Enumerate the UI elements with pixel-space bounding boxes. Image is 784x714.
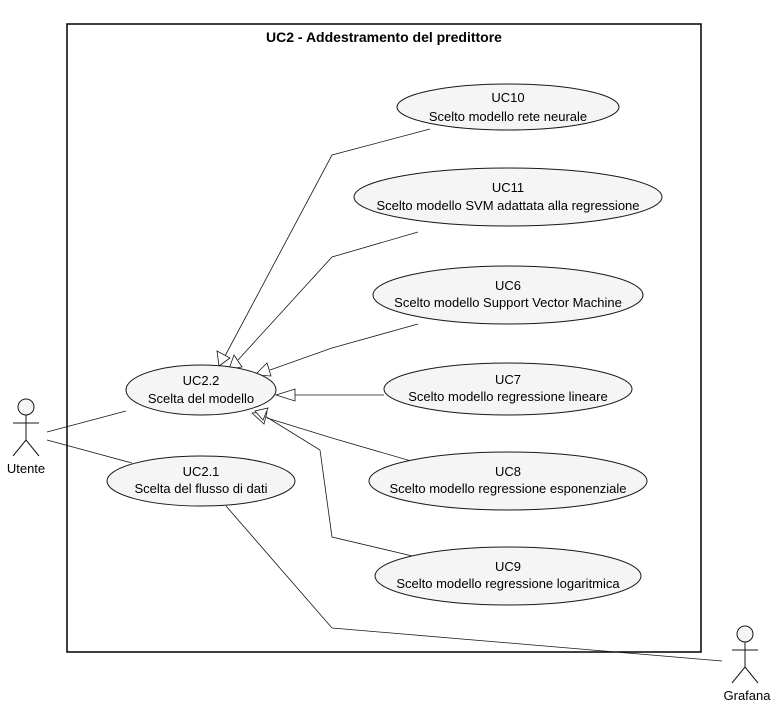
assoc-utente-uc21 [46, 439, 133, 464]
diagram-title: UC2 - Addestramento del predittore [266, 29, 502, 45]
uc22-name: Scelta del modello [148, 391, 254, 406]
use-case-uc21[interactable]: UC2.1 Scelta del flusso di dati [106, 455, 296, 507]
system-boundary [66, 23, 702, 653]
uc6-id: UC6 [495, 278, 521, 293]
use-case-uc6[interactable]: UC6 Scelto modello Support Vector Machin… [372, 265, 644, 325]
gen-arrowhead-uc10 [216, 350, 231, 367]
uc21-name: Scelta del flusso di dati [135, 481, 268, 496]
uc8-id: UC8 [495, 464, 521, 479]
gen-arrowhead-uc7 [274, 388, 296, 402]
uc7-id: UC7 [495, 372, 521, 387]
gen-arrowhead-uc9 [254, 407, 269, 421]
actor-utente[interactable]: Utente [7, 398, 45, 476]
uc11-name: Scelto modello SVM adattata alla regress… [376, 198, 639, 213]
gen-uc10-uc22 [224, 128, 431, 357]
uc10-name: Scelto modello rete neurale [429, 109, 587, 124]
actor-grafana-head-icon [736, 625, 754, 643]
uc9-id: UC9 [495, 559, 521, 574]
use-case-uc8[interactable]: UC8 Scelto modello regressione esponenzi… [368, 451, 648, 511]
uc11-id: UC11 [492, 180, 524, 195]
use-case-uc11[interactable]: UC11 Scelto modello SVM adattata alla re… [353, 167, 663, 227]
uc7-name: Scelto modello regressione lineare [408, 389, 607, 404]
gen-uc6-uc22 [269, 323, 419, 371]
uc22-id: UC2.2 [183, 373, 220, 388]
actor-grafana-label: Grafana [724, 688, 772, 703]
assoc-uc21-grafana [225, 505, 723, 662]
gen-uc11-uc22 [237, 231, 419, 361]
gen-uc9-uc22 [259, 412, 426, 560]
gen-uc8-uc22 [266, 417, 419, 464]
uc8-name: Scelto modello regressione esponenziale [389, 481, 626, 496]
actor-grafana[interactable]: Grafana [724, 625, 772, 703]
uc21-id: UC2.1 [183, 464, 220, 479]
uc6-name: Scelto modello Support Vector Machine [394, 295, 622, 310]
use-case-uc22[interactable]: UC2.2 Scelta del modello [125, 364, 277, 416]
use-case-uc7[interactable]: UC7 Scelto modello regressione lineare [383, 362, 633, 416]
actor-utente-label: Utente [7, 461, 45, 476]
actor-utente-head-icon [17, 398, 35, 416]
use-case-uc10[interactable]: UC10 Scelto modello rete neurale [396, 83, 620, 131]
use-case-uc9[interactable]: UC9 Scelto modello regressione logaritmi… [374, 546, 642, 606]
uc9-name: Scelto modello regressione logaritmica [396, 576, 620, 591]
assoc-utente-uc22 [46, 410, 127, 433]
uc10-id: UC10 [491, 90, 524, 105]
